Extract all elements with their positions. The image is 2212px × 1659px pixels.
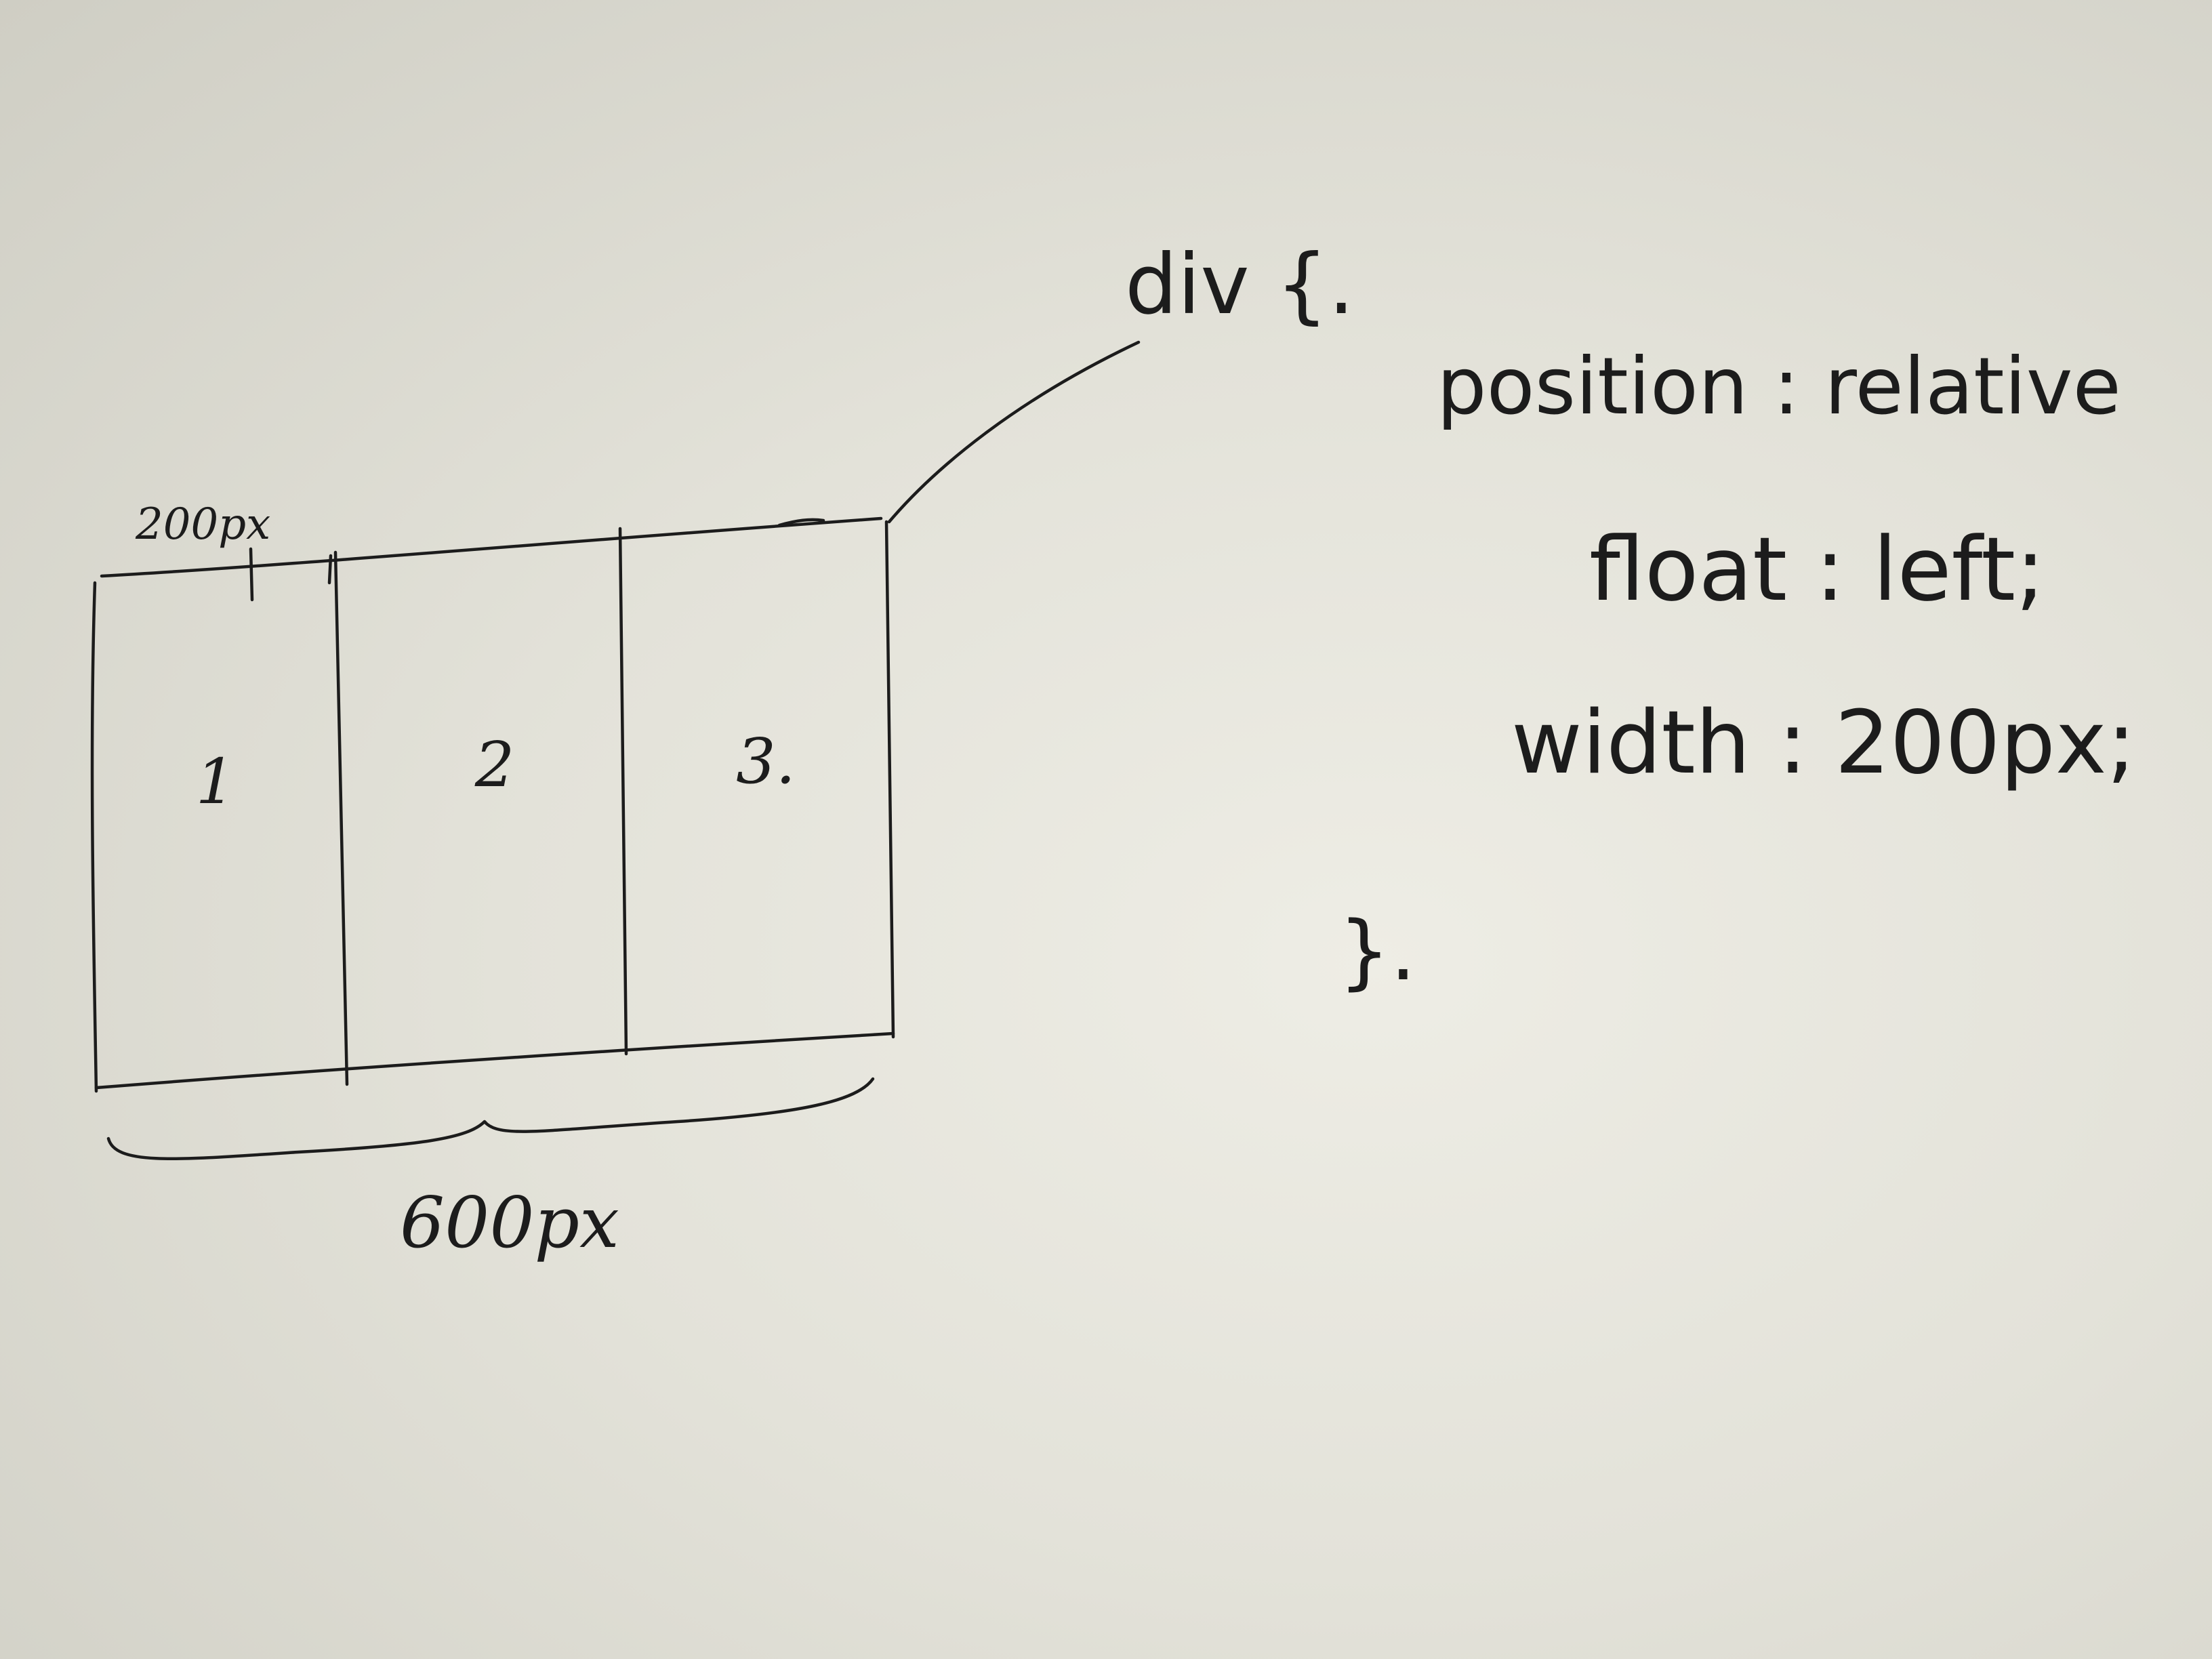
column-dividers [327, 527, 628, 1086]
divider-tick [327, 554, 333, 585]
leader-line [887, 340, 1141, 524]
column-width-marker: 200px [135, 499, 270, 602]
column-width-tick [249, 547, 254, 602]
code-property-position: position : relative [1437, 341, 2121, 432]
total-width-brace: 600px [106, 1077, 875, 1264]
total-width-label: 600px [400, 1181, 619, 1264]
code-property-float: float : left; [1589, 518, 2045, 621]
css-code-block: div {. position : relative float : left;… [1125, 237, 2136, 999]
container-box [90, 516, 895, 1093]
code-property-width: width : 200px; [1511, 693, 2136, 794]
box-corner-mark [777, 518, 825, 527]
curly-brace [106, 1077, 875, 1161]
box-right-edge [884, 520, 895, 1039]
code-opening: div {. [1125, 237, 1355, 333]
column-3-label: 3. [736, 725, 796, 798]
column-1-label: 1 [196, 745, 236, 818]
code-closing: }. [1338, 905, 1416, 999]
divider-1-2 [333, 550, 349, 1086]
column-width-label: 200px [135, 499, 270, 550]
box-left-edge [90, 581, 98, 1093]
divider-2-3 [618, 527, 628, 1056]
box-bottom-edge [94, 1031, 895, 1090]
column-2-label: 2 [474, 729, 515, 801]
box-top-edge [100, 516, 883, 578]
